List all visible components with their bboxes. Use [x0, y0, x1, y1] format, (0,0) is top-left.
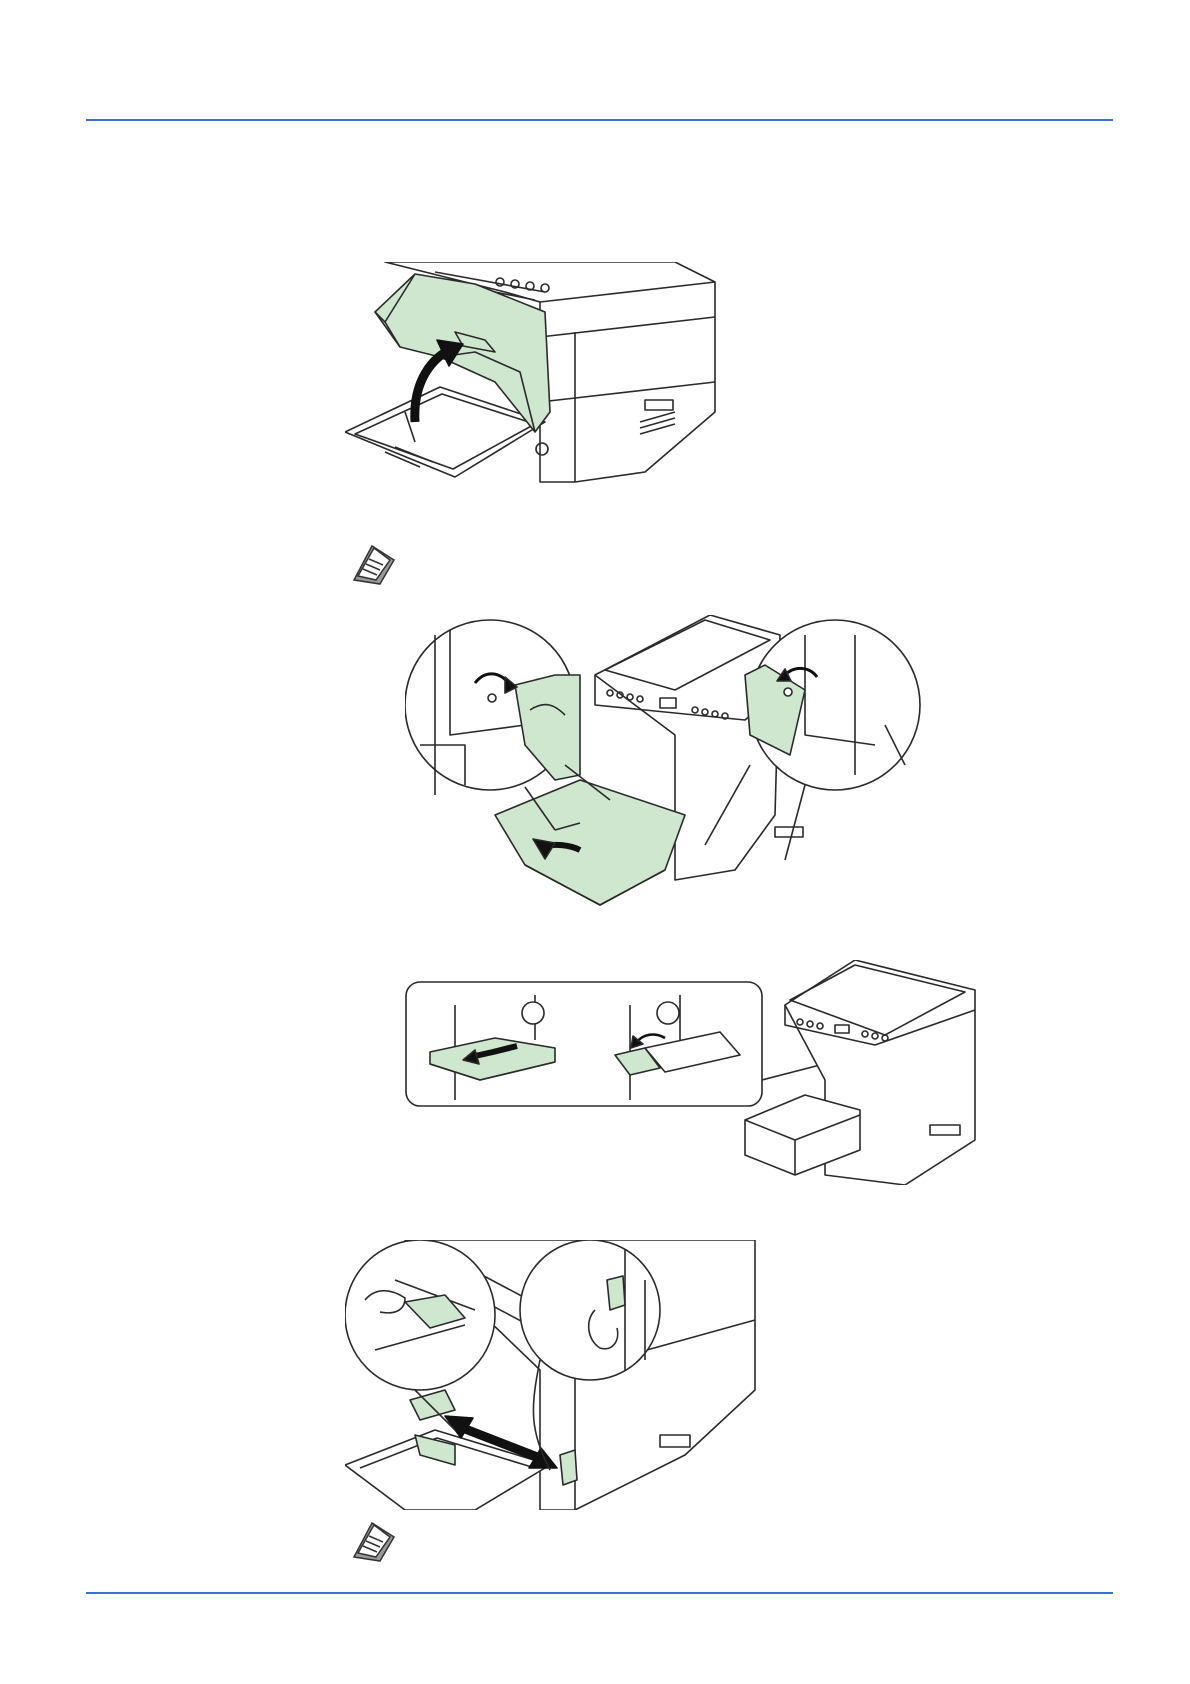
note-icon [350, 540, 398, 588]
note-icon [350, 1517, 398, 1565]
figure-paper-guides [345, 1240, 765, 1510]
header-rule [86, 119, 1113, 121]
footer-rule [86, 1592, 1113, 1594]
figure-extend-tray [405, 960, 980, 1185]
figure-open-cover [345, 262, 735, 487]
figure-remove-cover [405, 615, 925, 910]
